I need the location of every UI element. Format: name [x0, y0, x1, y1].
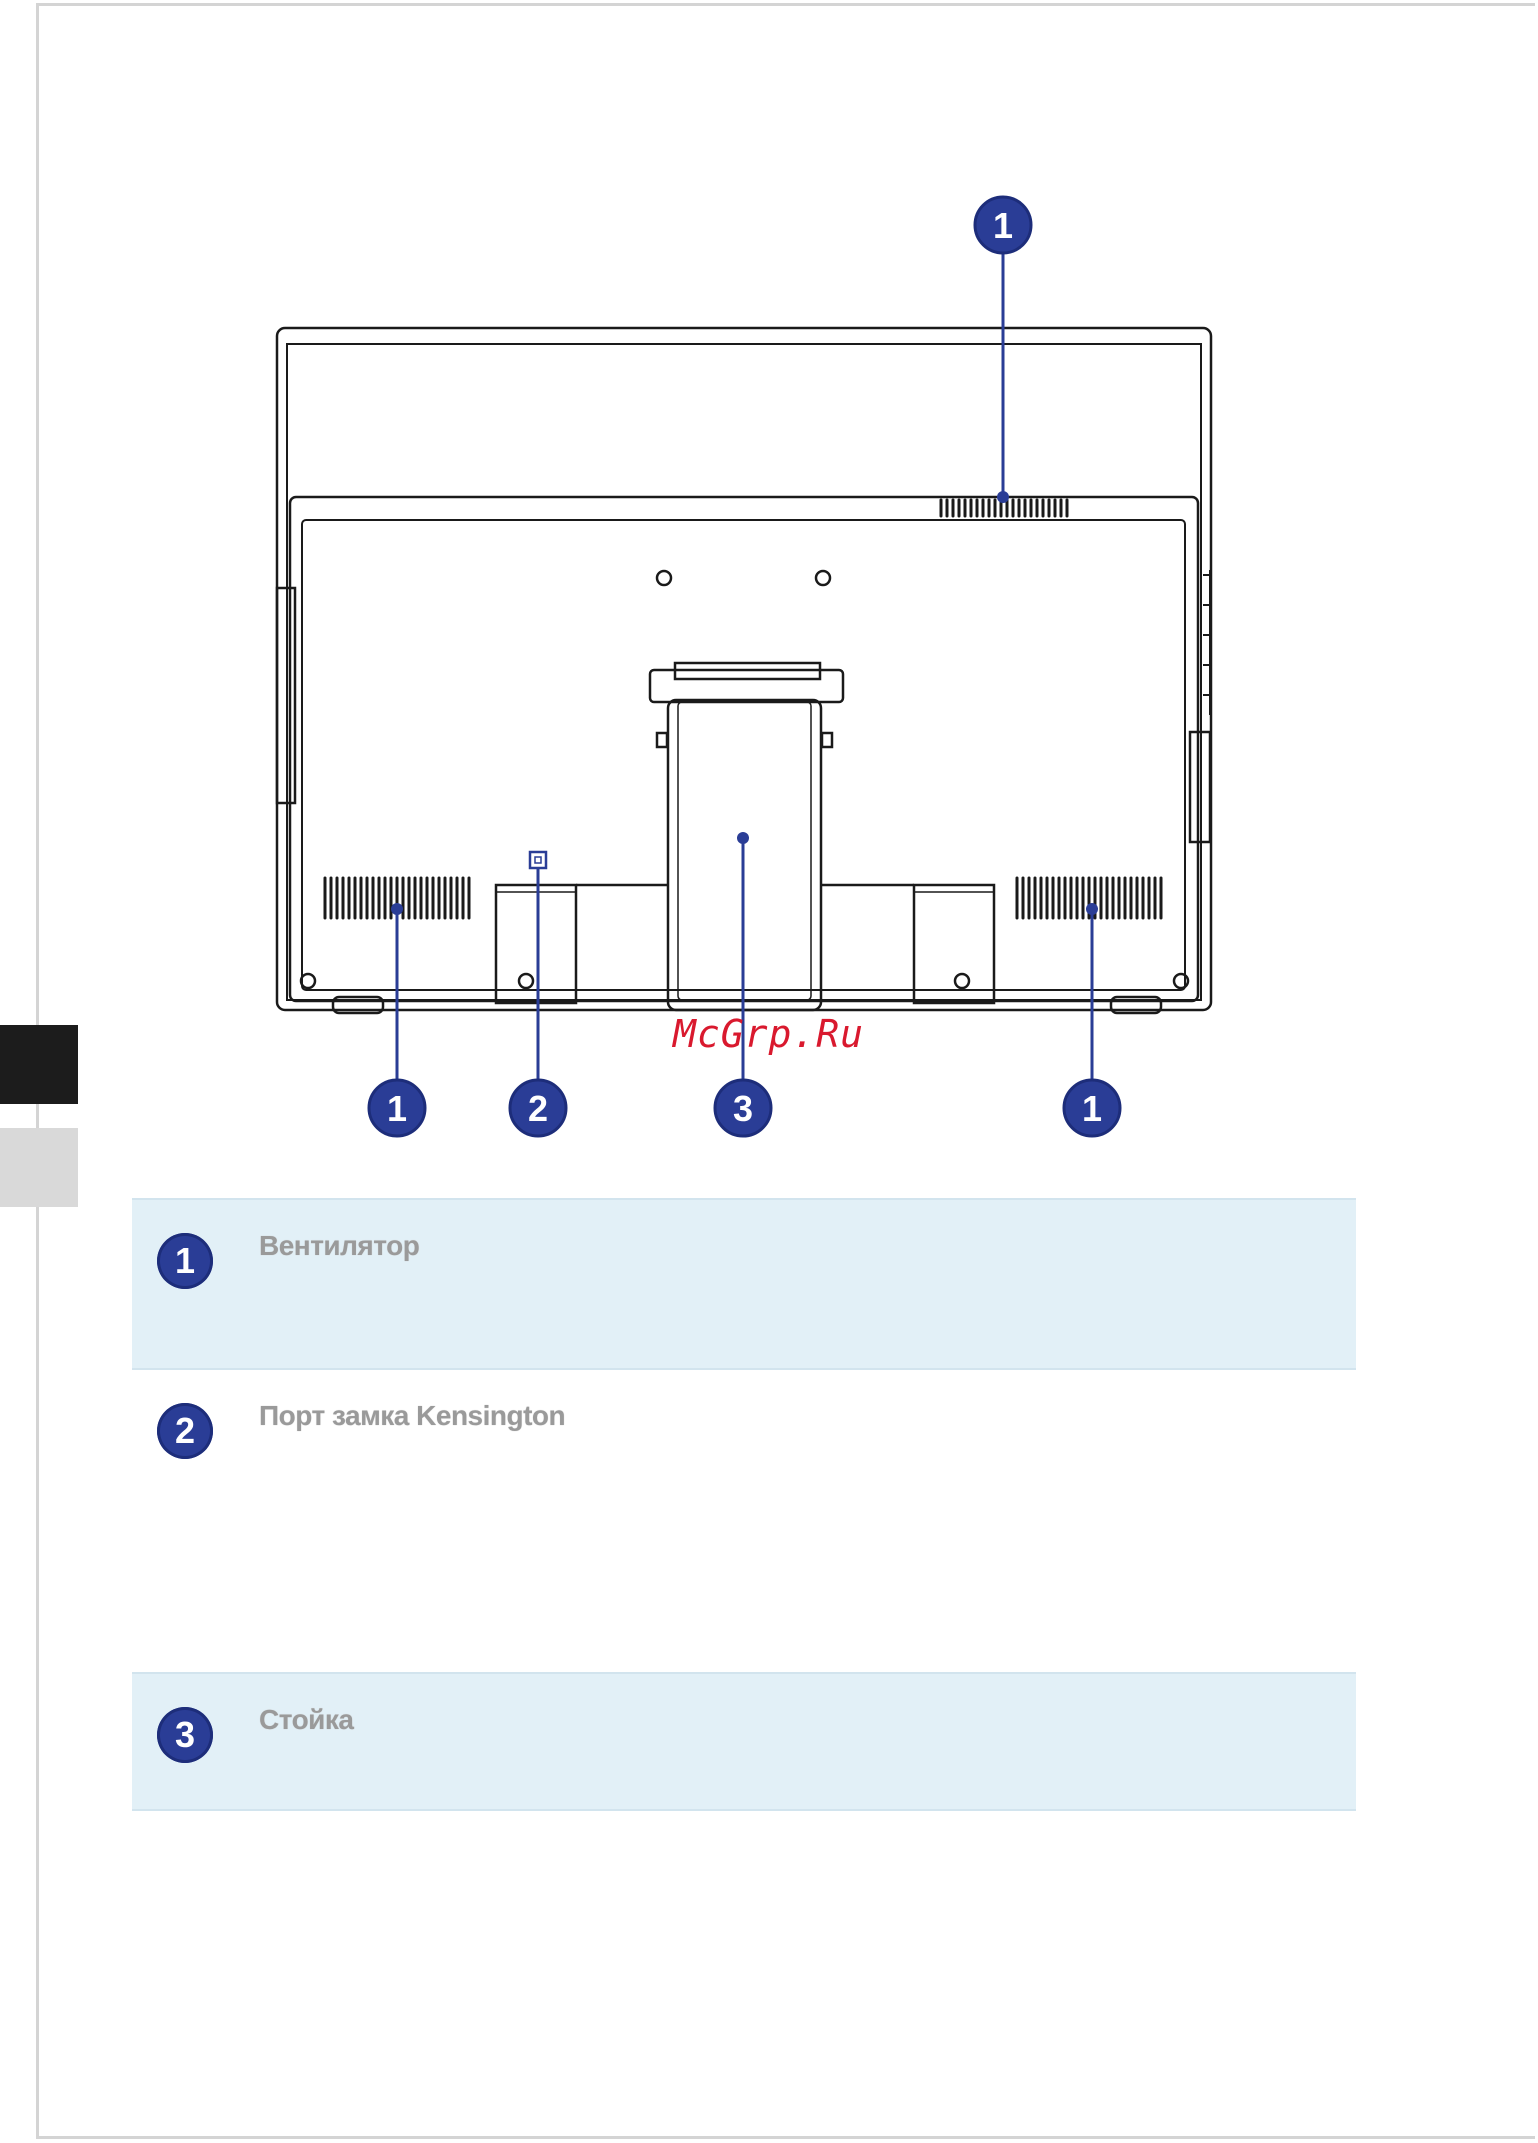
legend-badge: 2 — [157, 1403, 213, 1459]
compartment-left — [496, 885, 576, 1003]
svg-text:3: 3 — [733, 1088, 753, 1129]
rear-view-diagram: 1 1 2 3 1 — [0, 0, 1538, 1180]
svg-text:2: 2 — [528, 1088, 548, 1129]
stand-clip — [822, 733, 832, 747]
legend-item-fan: 1 Вентилятор — [132, 1198, 1356, 1370]
callout-badge-kensington: 2 — [510, 1080, 566, 1136]
callout-badge-fan-right: 1 — [1064, 1080, 1120, 1136]
screw-hole — [301, 974, 315, 988]
svg-text:1: 1 — [387, 1088, 407, 1129]
vesa-hole — [816, 571, 830, 585]
callout-dot — [1086, 903, 1098, 915]
vesa-hole — [657, 571, 671, 585]
legend-label: Порт замка Kensington — [259, 1400, 565, 1432]
watermark: McGrp.Ru — [673, 1012, 864, 1056]
callout-badge-fan-left: 1 — [369, 1080, 425, 1136]
callout-badge-top: 1 — [975, 197, 1031, 253]
svg-text:1: 1 — [1082, 1088, 1102, 1129]
screw-hole — [519, 974, 533, 988]
callout-dot — [391, 903, 403, 915]
compartment-right — [914, 885, 994, 1003]
screw-hole — [955, 974, 969, 988]
svg-text:1: 1 — [993, 205, 1013, 246]
legend-badge: 1 — [157, 1233, 213, 1289]
legend-badge: 3 — [157, 1707, 213, 1763]
callout-dot — [737, 832, 749, 844]
stand-clip — [657, 733, 667, 747]
right-side-buttons — [1203, 570, 1212, 715]
stand-hinge — [650, 670, 843, 702]
kensington-lock-icon — [530, 852, 546, 868]
legend-label: Стойка — [259, 1704, 353, 1736]
callout-badge-stand: 3 — [715, 1080, 771, 1136]
legend-item-kensington: 2 Порт замка Kensington — [132, 1370, 1356, 1672]
callout-dot — [997, 491, 1009, 503]
legend-item-stand: 3 Стойка — [132, 1672, 1356, 1811]
legend-label: Вентилятор — [259, 1230, 419, 1262]
